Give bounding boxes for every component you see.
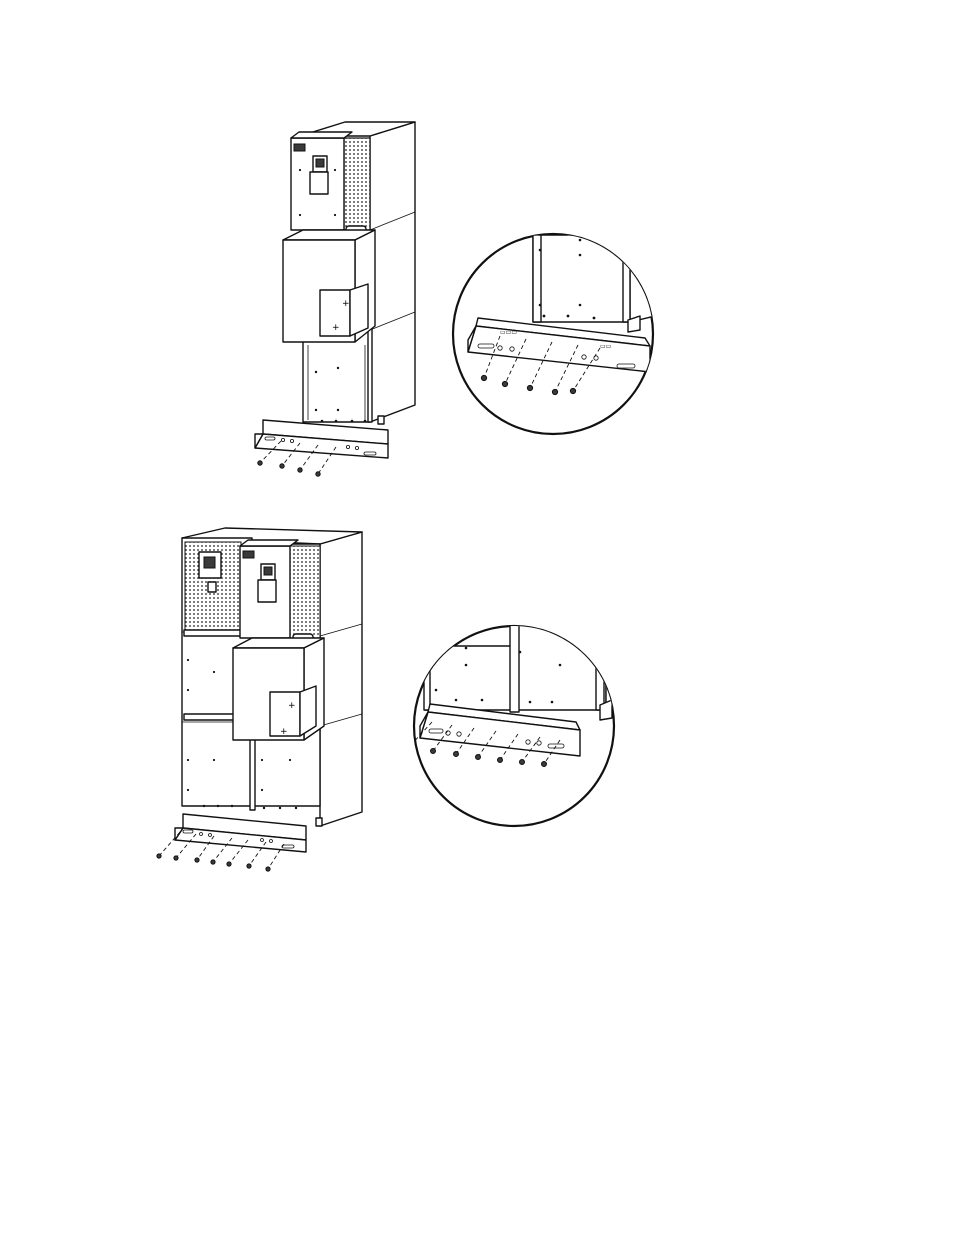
screw-icon [408,744,413,749]
screw-icon [280,464,284,468]
double-cabinet: + + [182,528,362,826]
svg-text:+: + [332,323,340,333]
screw-icon [174,856,178,860]
screw-icon [298,468,302,472]
screw-icon [247,864,251,868]
svg-text:+: + [280,727,288,737]
front-bracket [255,420,388,458]
display-icon [243,551,254,558]
screw-icon [481,375,486,380]
screw-icon [227,862,231,866]
screw-icon [195,858,199,862]
screw-icon [211,860,215,864]
front-bracket-long [175,814,306,852]
single-cabinet: + + [283,122,415,424]
cabinet-side-panel [370,122,415,422]
screw-icon [431,749,436,754]
svg-text:+: + [288,701,296,711]
svg-text:▭▭▭: ▭▭▭ [500,329,517,336]
cabinet-side-panel [320,532,362,826]
detail-view-double [408,610,641,826]
svg-text:+: + [342,299,350,309]
screw-icon [316,472,320,476]
screw-icon [570,388,575,393]
screw-icon [502,381,507,386]
screw-icon [476,755,481,760]
screw-icon [498,758,503,763]
screw-icon [552,389,557,394]
screw-icon [266,867,270,871]
screw-icon [527,385,532,390]
display-icon [294,144,305,151]
screw-icon [157,854,161,858]
vent-grille [344,138,370,230]
screw-icon [454,752,459,757]
svg-text:▭▭: ▭▭ [600,343,611,350]
screw-icon [542,762,547,767]
screw-icon [520,760,525,765]
screw-icon [258,461,262,465]
detail-view-single: ▭▭▭ ▭▭ [453,220,680,434]
